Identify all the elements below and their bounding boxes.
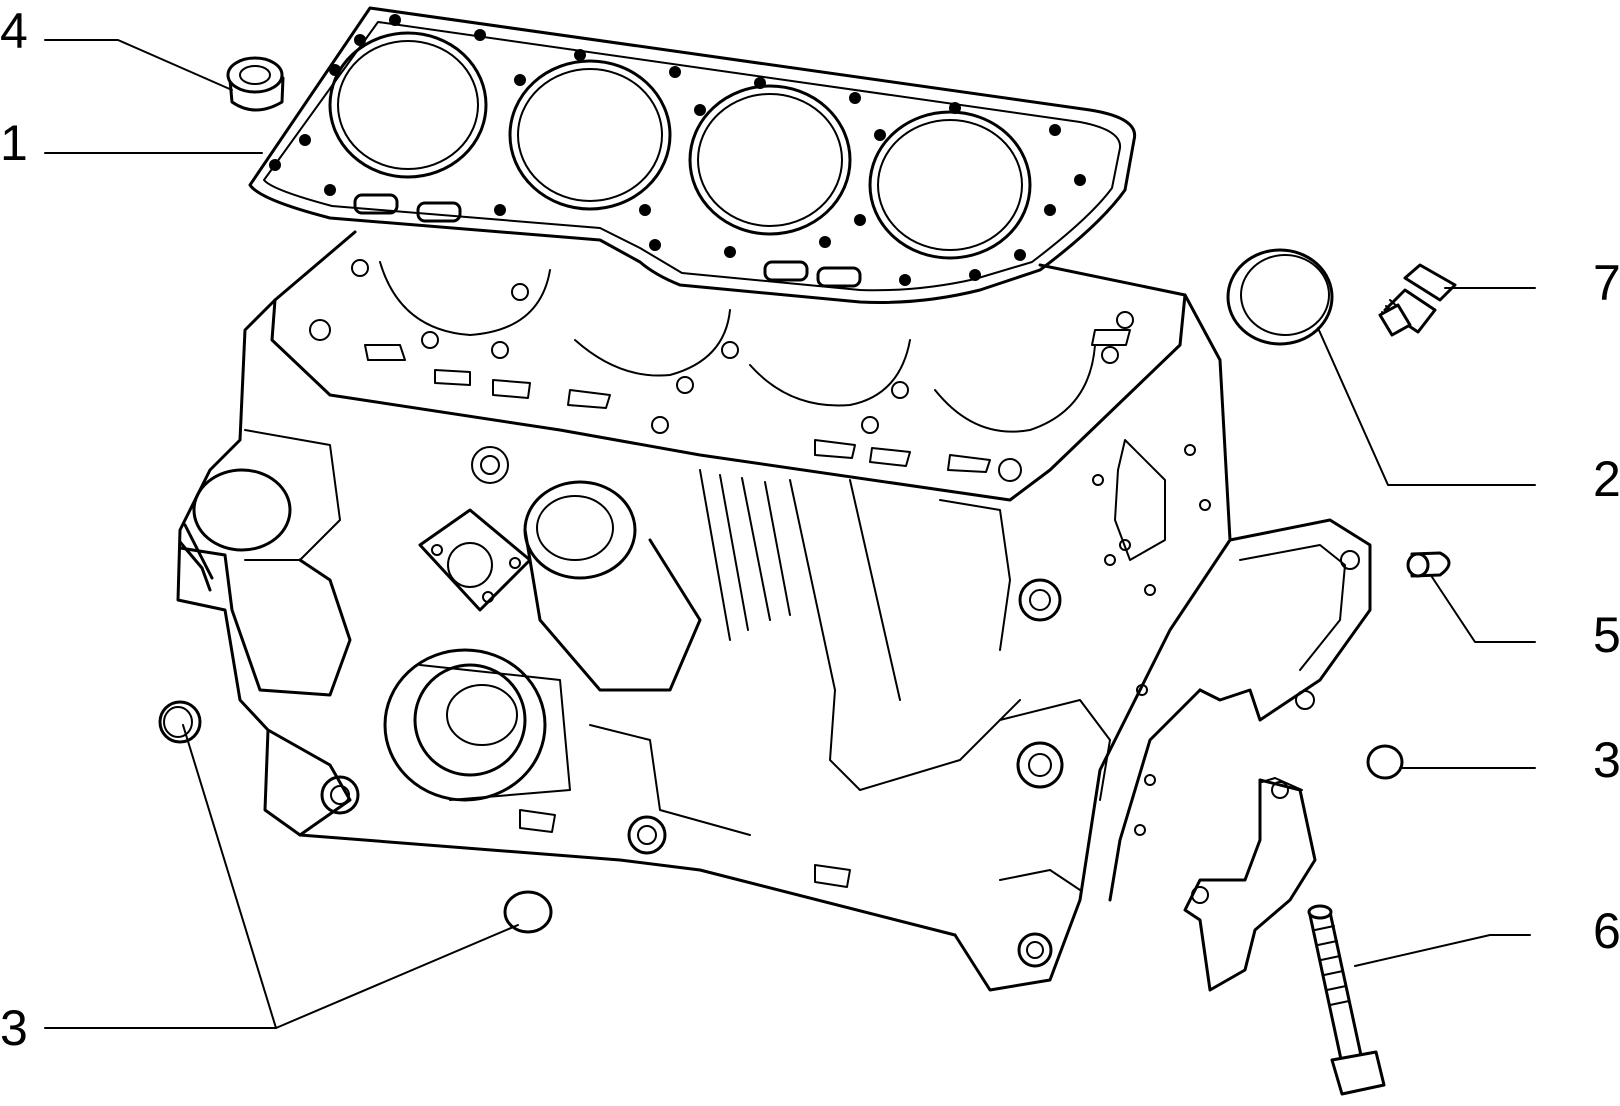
callout-4: 4	[0, 3, 28, 59]
dowel-bush-part	[226, 56, 285, 112]
callout-3-bottom: 3	[0, 1000, 28, 1056]
plug-part-bottom	[503, 890, 553, 934]
dowel-pin-part	[1406, 551, 1451, 578]
cylinder-head-gasket	[248, 6, 1137, 304]
main-bearing-cap-part	[1183, 777, 1317, 992]
leader-lines	[44, 39, 1536, 1029]
cover-plug-part	[1226, 248, 1334, 346]
callout-1: 1	[0, 115, 28, 171]
plug-part-right	[1366, 744, 1404, 780]
plug-part-left	[158, 700, 202, 744]
fitting-part	[1378, 263, 1457, 337]
callout-7: 7	[1593, 255, 1620, 311]
callout-3-right: 3	[1593, 732, 1620, 788]
callout-5: 5	[1593, 607, 1620, 663]
callout-6: 6	[1593, 903, 1620, 959]
callout-2: 2	[1593, 451, 1620, 507]
screw-part	[1307, 904, 1386, 1096]
engine-block	[176, 230, 1372, 992]
